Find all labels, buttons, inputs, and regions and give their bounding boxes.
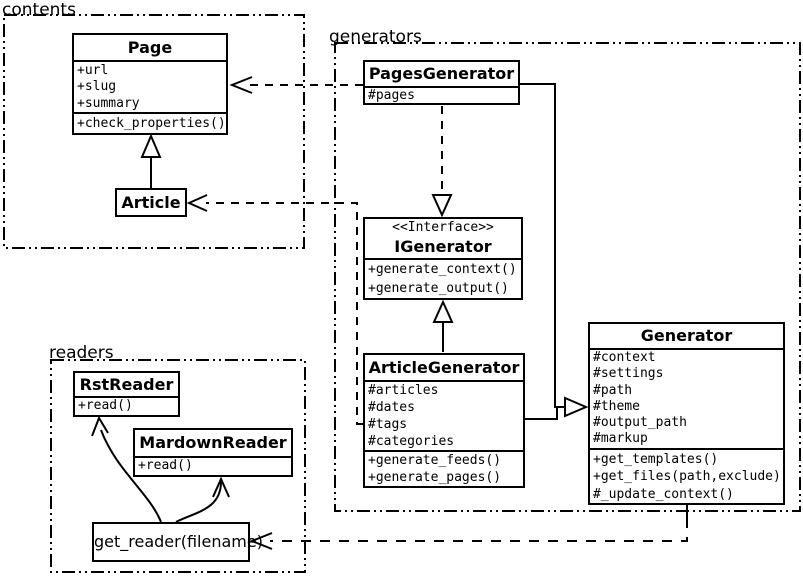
class-title: <<Interface>> IGenerator bbox=[365, 219, 521, 260]
class-title: ArticleGenerator bbox=[365, 355, 523, 382]
class-title: RstReader bbox=[75, 373, 178, 398]
class-attributes: +url +slug +summary bbox=[74, 62, 226, 114]
class-generator: Generator #context #settings #path #them… bbox=[588, 322, 785, 505]
inheritance-triangle-icon bbox=[140, 133, 162, 158]
class-title: PagesGenerator bbox=[365, 62, 518, 88]
readers-package-label: readers bbox=[49, 343, 114, 363]
class-method: +read() bbox=[78, 398, 133, 413]
class-attribute: #markup bbox=[593, 431, 648, 447]
class-title: Article bbox=[121, 193, 181, 212]
class-attribute: +summary bbox=[77, 95, 140, 111]
class-methods: +get_templates() +get_files(path,exclude… bbox=[590, 450, 783, 504]
class-methods: +read() bbox=[135, 458, 291, 475]
getreader-function-node: get_reader(filename) bbox=[92, 522, 263, 562]
inheritance-triangle-icon bbox=[432, 299, 454, 323]
class-method: +generate_feeds() bbox=[368, 453, 502, 468]
class-method: +generate_output() bbox=[368, 280, 509, 296]
readers-package-border bbox=[50, 359, 306, 573]
class-rstreader: RstReader +read() bbox=[73, 371, 180, 417]
class-attribute: #context bbox=[593, 350, 656, 365]
class-attribute: #categories bbox=[368, 434, 455, 449]
class-mardownreader: MardownReader +read() bbox=[133, 428, 293, 477]
class-title: MardownReader bbox=[135, 430, 291, 458]
dependency-arrowhead-icon bbox=[229, 76, 253, 94]
class-method: +generate_context() bbox=[368, 262, 517, 277]
class-title: Generator bbox=[590, 324, 783, 350]
inheritance-triangle-icon bbox=[564, 396, 589, 418]
class-attribute: #theme bbox=[593, 398, 640, 414]
edge-getreader-creates-rstreader bbox=[91, 415, 162, 523]
edge-articlegenerator-implements-igenerator bbox=[432, 299, 454, 352]
class-article: Article bbox=[115, 188, 187, 217]
arrowhead-icon bbox=[212, 476, 230, 498]
arrowhead-icon bbox=[91, 415, 109, 437]
class-title-text: IGenerator bbox=[394, 237, 492, 256]
class-methods: +generate_feeds() +generate_pages() bbox=[365, 452, 523, 486]
class-method: +read() bbox=[138, 458, 193, 473]
class-attribute: #articles bbox=[368, 383, 439, 398]
class-pagesgenerator: PagesGenerator #pages bbox=[363, 60, 520, 105]
dependency-arrowhead-icon bbox=[249, 532, 273, 550]
class-attribute: #path bbox=[593, 382, 633, 398]
edge-generator-depends-getreader bbox=[249, 505, 688, 550]
class-method: #_update_context() bbox=[593, 486, 734, 502]
realization-triangle-icon bbox=[431, 194, 453, 218]
class-method: +get_files(path,exclude) bbox=[593, 469, 781, 485]
class-attribute: +slug bbox=[77, 79, 117, 95]
class-method: +get_templates() bbox=[593, 452, 719, 467]
class-attribute: #tags bbox=[368, 417, 408, 432]
class-igenerator: <<Interface>> IGenerator +generate_conte… bbox=[363, 217, 523, 300]
class-attribute: +url bbox=[77, 63, 109, 78]
edge-articlegenerator-depends-article bbox=[186, 194, 363, 425]
class-page: Page +url +slug +summary +check_properti… bbox=[72, 33, 228, 135]
class-attribute: #pages bbox=[368, 88, 415, 103]
class-stereotype: <<Interface>> bbox=[392, 220, 494, 235]
class-title: Page bbox=[74, 35, 226, 62]
edge-pagesgenerator-realizes-igenerator bbox=[431, 106, 453, 218]
edge-generators-inherit-generator bbox=[520, 83, 589, 420]
class-attributes: #context #settings #path #theme #output_… bbox=[590, 350, 783, 450]
edge-article-inherits-page bbox=[140, 133, 162, 188]
class-attribute: #settings bbox=[593, 366, 664, 382]
class-attribute: #dates bbox=[368, 400, 415, 415]
contents-package-border bbox=[3, 14, 305, 249]
contents-package-label: contents bbox=[2, 0, 76, 20]
class-attributes: #articles #dates #tags #categories bbox=[365, 382, 523, 452]
class-articlegenerator: ArticleGenerator #articles #dates #tags … bbox=[363, 353, 525, 488]
dependency-arrowhead-icon bbox=[186, 194, 208, 212]
class-attributes: #pages bbox=[365, 88, 518, 103]
generators-package-border bbox=[334, 42, 801, 512]
class-methods: +generate_context() +generate_output() bbox=[365, 260, 521, 299]
generators-package-label: generators bbox=[329, 27, 422, 47]
class-method: +check_properties() bbox=[77, 116, 226, 131]
edge-getreader-creates-mardownreader bbox=[175, 476, 230, 523]
class-method: +generate_pages() bbox=[368, 470, 502, 485]
class-methods: +check_properties() bbox=[74, 114, 226, 134]
class-attribute: #output_path bbox=[593, 415, 687, 431]
class-methods: +read() bbox=[75, 398, 178, 415]
edge-pagesgenerator-depends-page bbox=[229, 76, 363, 94]
